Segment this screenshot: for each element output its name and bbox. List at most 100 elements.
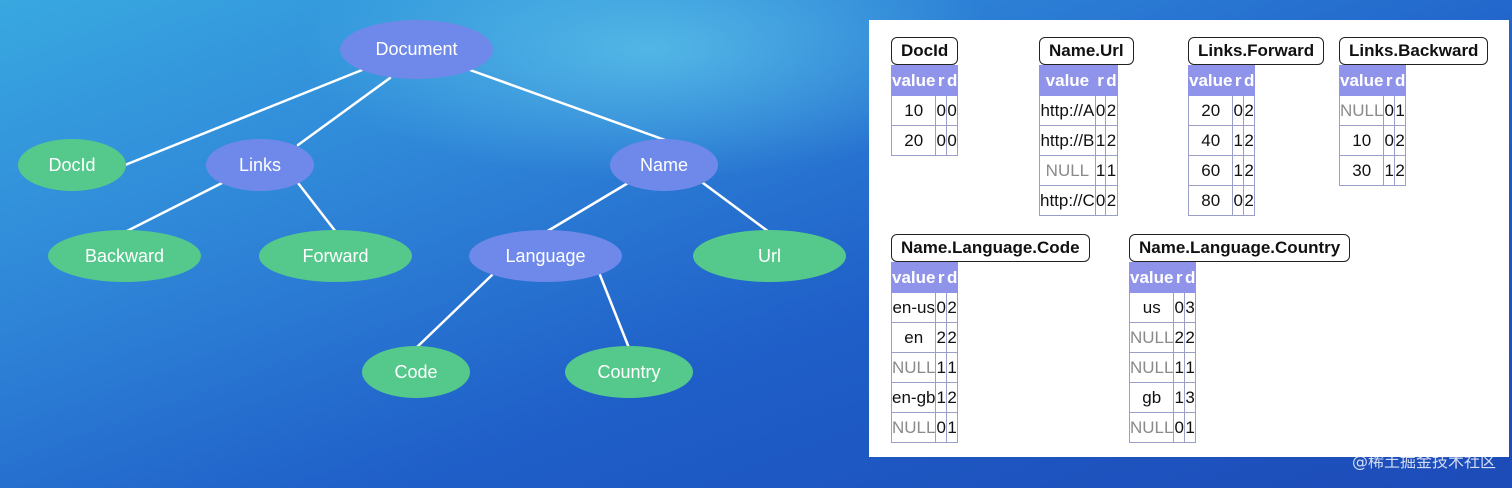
cell-value: 20 — [890, 125, 937, 156]
header-r: r — [1094, 65, 1107, 96]
header-value: value — [1128, 262, 1175, 293]
cell-r: 1 — [1383, 155, 1395, 186]
cell-r: 0 — [1232, 185, 1244, 216]
cell-d: 2 — [1393, 155, 1407, 186]
column-title: Links.Backward — [1339, 37, 1489, 65]
edge-links-forward — [296, 181, 338, 234]
cell-d: 2 — [1242, 95, 1256, 126]
cell-d: 2 — [945, 322, 959, 353]
cell-value: 10 — [890, 95, 937, 126]
header-value: value — [890, 65, 937, 96]
header-r: r — [935, 65, 947, 96]
cell-r: 0 — [1173, 292, 1185, 323]
edge-language-country — [598, 273, 631, 350]
cell-d: 0 — [945, 95, 959, 126]
cell-r: 0 — [1383, 95, 1395, 126]
cell-d: 1 — [945, 352, 959, 383]
edge-name-language — [544, 181, 630, 234]
node-links: Links — [206, 139, 314, 191]
cell-value: en-us — [890, 292, 937, 323]
edge-document-name — [468, 68, 667, 142]
edge-name-url — [701, 181, 771, 234]
cell-d: 3 — [1183, 382, 1197, 413]
cell-value: NULL — [890, 352, 937, 383]
cell-d: 2 — [1105, 95, 1118, 126]
cell-r: 2 — [935, 322, 947, 353]
cell-d: 2 — [945, 382, 959, 413]
header-d: d — [1393, 65, 1407, 96]
cell-r: 0 — [1094, 95, 1107, 126]
header-r: r — [935, 262, 947, 293]
tree-edges — [0, 0, 860, 488]
cell-value: NULL — [1039, 155, 1096, 186]
edge-document-links — [296, 76, 392, 147]
cell-r: 1 — [935, 382, 947, 413]
header-d: d — [945, 262, 959, 293]
cell-r: 0 — [935, 95, 947, 126]
cell-r: 1 — [1232, 155, 1244, 186]
edge-language-code — [414, 273, 494, 350]
cell-d: 1 — [1183, 412, 1197, 443]
watermark: @稀土掘金技术社区 — [1351, 452, 1496, 471]
edge-document-docid — [123, 68, 364, 167]
cell-d: 1 — [945, 412, 959, 443]
cell-value: gb — [1128, 382, 1175, 413]
cell-value: 60 — [1187, 155, 1234, 186]
header-value: value — [1187, 65, 1234, 96]
cell-r: 0 — [1173, 412, 1185, 443]
cell-value: NULL — [1128, 352, 1175, 383]
cell-d: 2 — [1183, 322, 1197, 353]
column-title: Name.Url — [1039, 37, 1134, 65]
cell-value: en-gb — [890, 382, 937, 413]
cell-r: 0 — [1232, 95, 1244, 126]
cell-value: NULL — [1128, 322, 1175, 353]
header-value: value — [890, 262, 937, 293]
cell-value: 40 — [1187, 125, 1234, 156]
cell-value: 30 — [1338, 155, 1385, 186]
cell-value: http://A — [1039, 95, 1096, 126]
header-d: d — [1105, 65, 1118, 96]
cell-value: 80 — [1187, 185, 1234, 216]
header-r: r — [1232, 65, 1244, 96]
header-r: r — [1173, 262, 1185, 293]
cell-value: 20 — [1187, 95, 1234, 126]
node-docid: DocId — [18, 139, 126, 191]
column-title: Name.Language.Code — [891, 234, 1090, 262]
header-r: r — [1383, 65, 1395, 96]
cell-d: 1 — [1183, 352, 1197, 383]
cell-r: 1 — [1232, 125, 1244, 156]
cell-value: NULL — [1338, 95, 1385, 126]
cell-r: 2 — [1173, 322, 1185, 353]
cell-r: 0 — [1094, 185, 1107, 216]
edge-links-backward — [123, 181, 224, 234]
column-title: Links.Forward — [1188, 37, 1325, 65]
cell-d: 2 — [945, 292, 959, 323]
node-code: Code — [362, 346, 470, 398]
node-language: Language — [469, 230, 622, 282]
cell-value: 10 — [1338, 125, 1385, 156]
node-document: Document — [340, 20, 493, 79]
cell-d: 2 — [1242, 155, 1256, 186]
cell-d: 2 — [1393, 125, 1407, 156]
header-d: d — [1242, 65, 1256, 96]
cell-value: us — [1128, 292, 1175, 323]
cell-value: NULL — [1128, 412, 1175, 443]
